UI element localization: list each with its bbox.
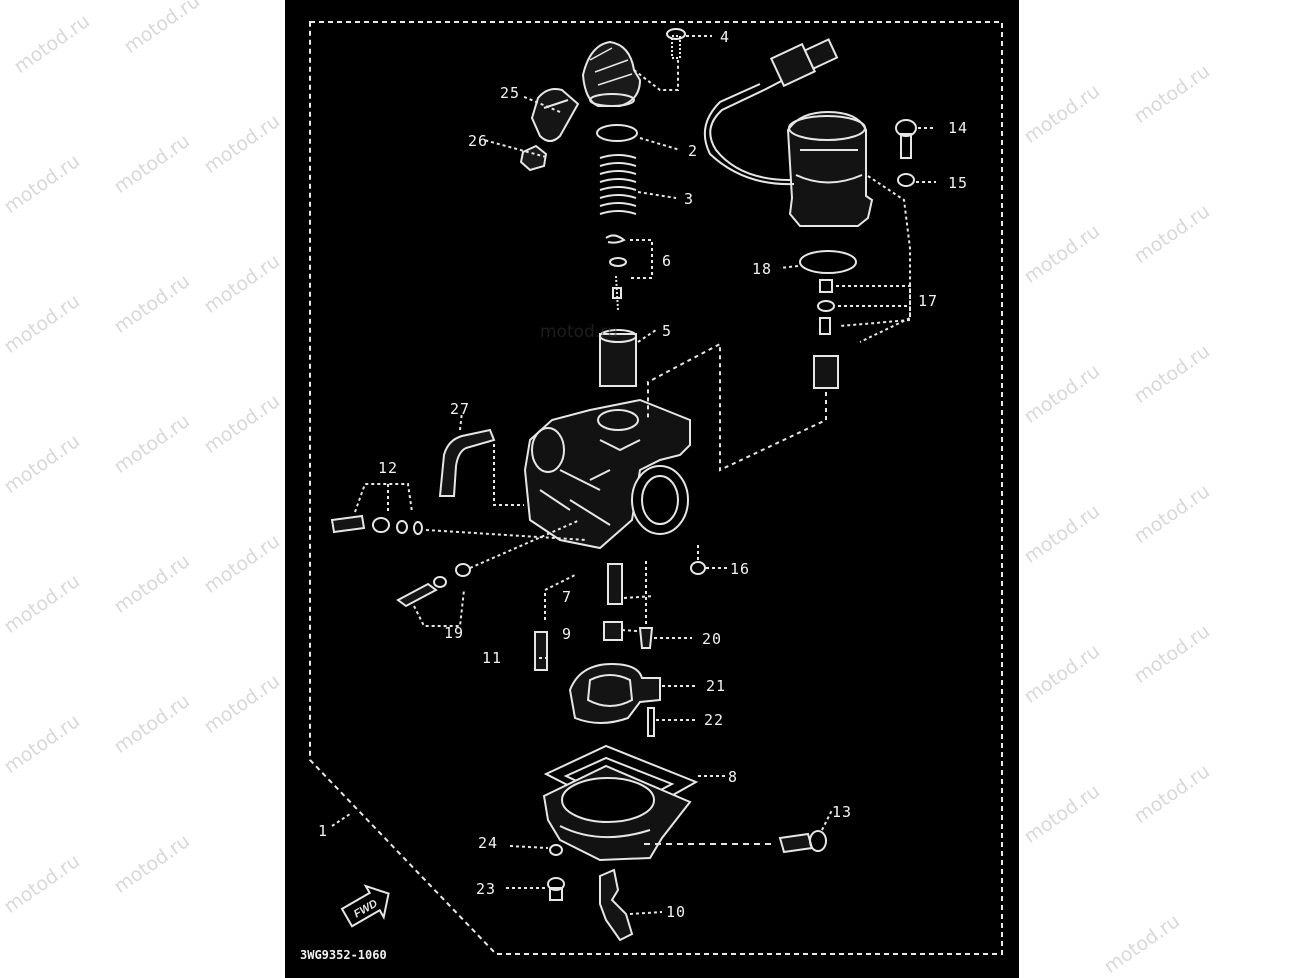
leader-line — [521, 95, 561, 113]
screw-part-14 — [895, 119, 917, 159]
carburetor-body — [523, 398, 691, 550]
drawing-code: 3WG9352-1060 — [300, 948, 387, 962]
jet-holder-part — [603, 621, 623, 641]
screw-part-4 — [666, 28, 686, 59]
leader-line — [639, 137, 681, 151]
auto-choke-part — [786, 110, 874, 227]
drain-screw-part — [778, 830, 827, 854]
leader-line — [509, 845, 549, 849]
callout-20: 20 — [702, 630, 723, 648]
needle-valve-part — [638, 627, 654, 649]
leader-line — [647, 342, 827, 472]
callout-1: 1 — [318, 822, 329, 840]
float-pin-part — [647, 707, 655, 737]
needle-set-part — [605, 234, 627, 311]
top-cap-part — [581, 40, 642, 107]
adjust-screw-part — [396, 563, 471, 608]
callout-6: 6 — [662, 252, 673, 270]
leader-line — [859, 175, 936, 343]
callout-22: 22 — [704, 711, 725, 729]
callout-18: 18 — [752, 260, 773, 278]
throttle-valve-part — [599, 329, 637, 387]
leader-line — [538, 574, 576, 659]
callout-14: 14 — [948, 119, 969, 137]
callout-16: 16 — [730, 560, 751, 578]
callout-19: 19 — [444, 624, 465, 642]
screw-set-part — [330, 514, 423, 535]
choke-plunger-part — [813, 279, 839, 389]
leader-line — [354, 483, 413, 513]
callout-8: 8 — [728, 768, 739, 786]
inlet-tube-part — [438, 428, 496, 497]
callout-10: 10 — [666, 903, 687, 921]
screw-part-16 — [690, 561, 706, 575]
leader-line — [629, 911, 663, 915]
callout-3: 3 — [684, 190, 695, 208]
leader-line — [697, 542, 728, 569]
leader-line — [469, 519, 581, 569]
leader-line — [821, 809, 833, 831]
float-part — [568, 662, 661, 724]
callout-4: 4 — [720, 28, 731, 46]
leader-line — [637, 329, 657, 343]
bowl-screw-part — [547, 877, 565, 901]
leader-line — [836, 285, 911, 327]
callout-12: 12 — [378, 459, 399, 477]
leader-line — [331, 813, 351, 827]
callout-24: 24 — [478, 834, 499, 852]
washer-part — [549, 844, 563, 856]
pilot-jet-part — [534, 631, 548, 671]
callout-15: 15 — [948, 174, 969, 192]
callout-27: 27 — [450, 400, 471, 418]
leader-line — [637, 191, 677, 199]
leader-line — [483, 139, 547, 158]
callout-11: 11 — [482, 649, 503, 667]
callout-25: 25 — [500, 84, 521, 102]
leader-line — [645, 560, 692, 639]
spring-part — [599, 154, 637, 215]
main-jet-part — [607, 563, 623, 605]
callout-21: 21 — [706, 677, 727, 695]
choke-wire-part — [703, 38, 839, 186]
callout-5: 5 — [662, 322, 673, 340]
callout-7: 7 — [562, 588, 573, 606]
assembly-boundary — [309, 21, 1003, 955]
o-ring-part — [596, 124, 638, 142]
drain-hose-part — [599, 868, 634, 942]
leader-line — [621, 629, 651, 633]
callout-2: 2 — [688, 142, 699, 160]
float-bowl-part — [542, 764, 692, 862]
callout-13: 13 — [832, 803, 853, 821]
callout-9: 9 — [562, 625, 573, 643]
callout-17: 17 — [918, 292, 939, 310]
washer-part — [897, 173, 915, 187]
leader-line — [623, 595, 655, 599]
leader-line — [425, 529, 587, 541]
callout-26: 26 — [468, 132, 489, 150]
o-ring-part — [799, 250, 857, 274]
callout-23: 23 — [476, 880, 497, 898]
leader-line — [459, 411, 524, 506]
